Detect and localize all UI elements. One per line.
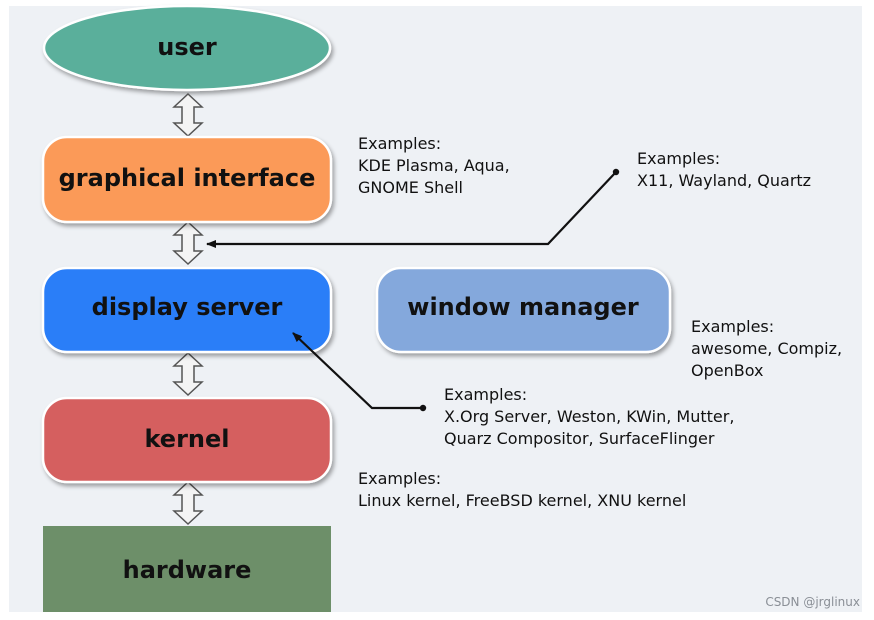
up-down-arrow-icon (172, 92, 204, 138)
user-node: user (42, 4, 332, 92)
graphical-interface-label: graphical interface (59, 164, 316, 192)
graphical-interface-examples: Examples: KDE Plasma, Aqua, GNOME Shell (358, 134, 510, 197)
kernel-examples: Examples: Linux kernel, FreeBSD kernel, … (358, 469, 687, 510)
display-server-callout-arrow (292, 332, 427, 412)
graphical-interface-shape (41, 135, 333, 224)
kernel-label: kernel (144, 425, 229, 453)
protocol-callout-arrow (206, 168, 620, 248)
up-down-arrow-icon (172, 351, 204, 397)
watermark: CSDN @jrglinux (765, 595, 860, 609)
window-manager-node: window manager (375, 266, 672, 354)
window-manager-examples: Examples: awesome, Compiz, OpenBox (691, 317, 843, 380)
up-down-arrow-icon (172, 220, 204, 266)
display-server-node: display server (41, 266, 333, 354)
hardware-shape (43, 526, 331, 612)
graphical-interface-node: graphical interface (41, 135, 333, 224)
user-shape (42, 4, 332, 92)
up-down-arrow-icon (172, 480, 204, 526)
display-server-shape (41, 266, 333, 354)
user-label: user (157, 33, 217, 61)
kernel-node: kernel (41, 396, 333, 484)
hardware-label: hardware (123, 556, 252, 584)
window-manager-label: window manager (407, 293, 639, 321)
kernel-shape (41, 396, 333, 484)
hardware-node: hardware (43, 526, 331, 612)
display-server-examples: Examples: X.Org Server, Weston, KWin, Mu… (444, 385, 735, 448)
window-manager-shape (375, 266, 672, 354)
protocol-examples: Examples: X11, Wayland, Quartz (637, 149, 812, 190)
display-server-label: display server (92, 293, 283, 321)
